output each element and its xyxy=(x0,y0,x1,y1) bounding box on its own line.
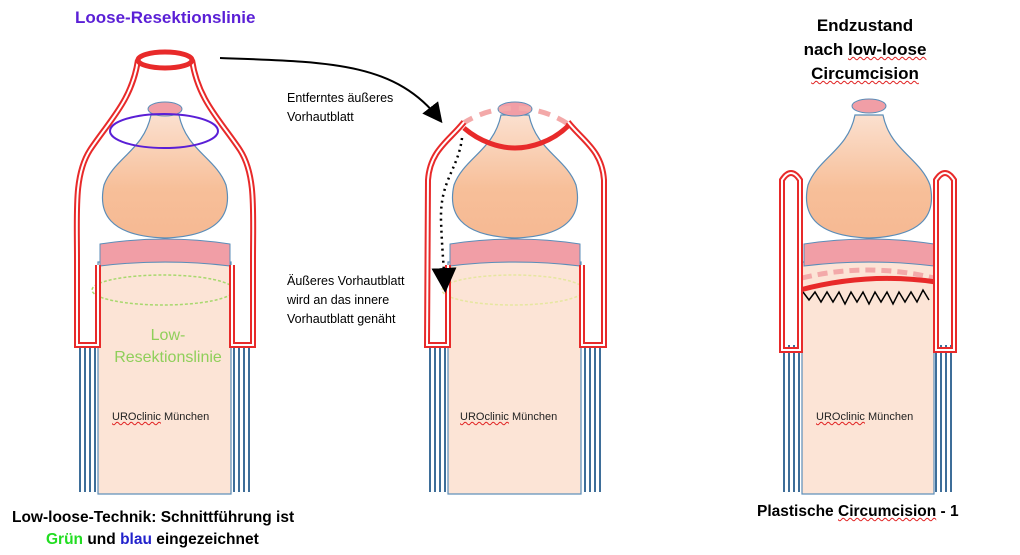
inner-foreskin-ring xyxy=(462,124,570,151)
corona xyxy=(449,238,581,267)
panel-end-state xyxy=(779,98,957,495)
clinic-watermark: UROclinic München xyxy=(460,411,558,423)
meatus xyxy=(497,101,533,117)
caption-line: Grün und blau eingezeichnet xyxy=(46,531,259,548)
corona xyxy=(99,238,231,267)
annotation-line: Äußeres Vorhautblatt xyxy=(287,274,405,288)
corona xyxy=(803,238,935,267)
glans xyxy=(101,114,229,239)
caption-plastic: Plastische Circumcision - 1 xyxy=(757,503,959,520)
shaft-lines-right xyxy=(935,345,952,492)
annotation-line: Vorhautblatt xyxy=(287,110,354,124)
shaft-lines-right xyxy=(584,345,601,492)
arrow-sewing xyxy=(431,137,464,293)
foreskin-opening-ring xyxy=(135,49,195,71)
loose-resection-line xyxy=(109,113,219,149)
end-title-line: Circumcision xyxy=(811,64,919,83)
shaft-lines-left xyxy=(783,345,800,492)
suture-line xyxy=(799,275,937,293)
shaft xyxy=(97,261,232,495)
shaft xyxy=(447,261,582,495)
low-resection-label: Low- Resektionslinie xyxy=(98,325,238,369)
foreskin-right xyxy=(933,170,957,353)
glans xyxy=(805,114,933,239)
caption-technique: Low-loose-Technik: Schnittführung ist Gr… xyxy=(12,507,294,551)
suture-stitches xyxy=(802,288,930,306)
shaft-lines-left xyxy=(429,345,446,492)
foreskin-left xyxy=(779,170,803,353)
end-state-title: Endzustand nach low-loose Circumcision xyxy=(790,14,940,86)
annotation-line: Vorhautblatt genäht xyxy=(287,312,396,326)
shaft-lines-left xyxy=(79,345,96,492)
panel-intermediate xyxy=(423,101,607,495)
meatus xyxy=(147,101,183,117)
annotation-line: wird an das innere xyxy=(287,293,390,307)
loose-resection-title: Loose-Resektionslinie xyxy=(75,8,256,27)
removed-outer-annotation: Entferntes äußeres Vorhautblatt xyxy=(287,89,393,127)
caption-line: Low-loose-Technik: Schnittführung ist xyxy=(12,509,295,526)
end-title-line: nach low-loose xyxy=(803,40,927,59)
suture-dashed xyxy=(801,267,935,281)
end-title-line: Endzustand xyxy=(816,16,914,35)
clinic-watermark: UROclinic München xyxy=(816,411,914,423)
panel-initial xyxy=(73,49,257,495)
glans xyxy=(451,114,579,239)
arrow-removed xyxy=(219,57,443,124)
clinic-watermark: UROclinic München xyxy=(112,411,210,423)
outer-sewn-annotation: Äußeres Vorhautblatt wird an das innere … xyxy=(287,272,404,329)
low-label-line: Resektionslinie xyxy=(114,349,222,366)
meatus xyxy=(851,98,887,114)
shaft-lines-right xyxy=(233,345,250,492)
low-label-line: Low- xyxy=(150,327,186,344)
annotation-line: Entferntes äußeres xyxy=(287,91,394,105)
